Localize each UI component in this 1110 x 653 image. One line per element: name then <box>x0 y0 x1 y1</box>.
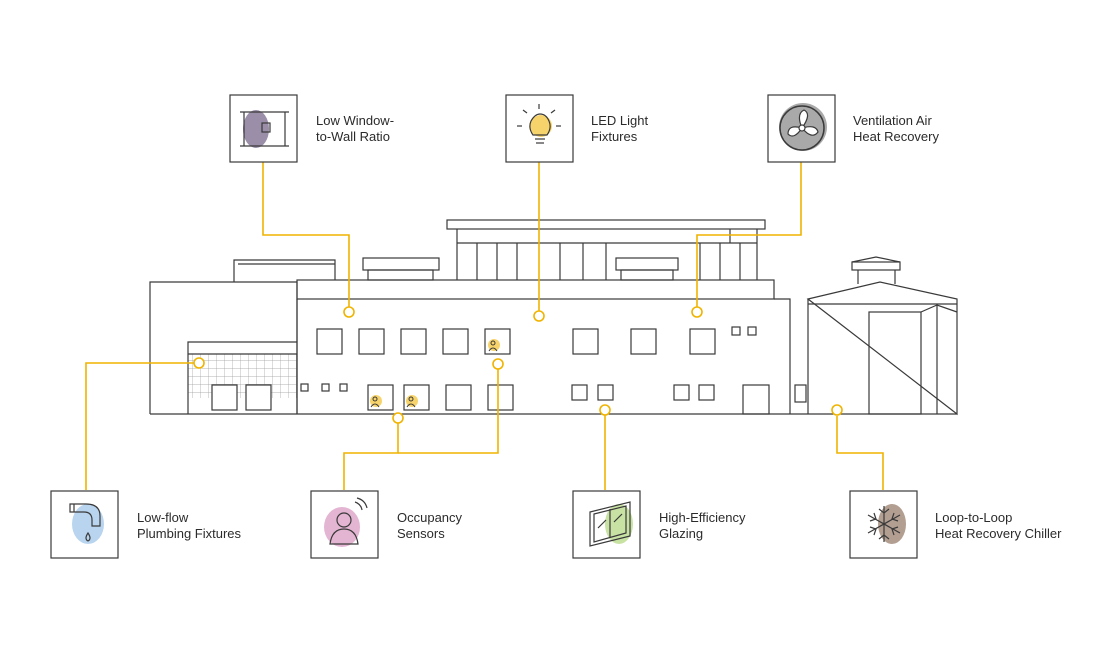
label-line: Low-flow <box>137 510 189 525</box>
faucet-icon <box>50 490 119 559</box>
label-low-flow-plumbing-fixtures: Low-flow Plumbing Fixtures <box>137 510 241 542</box>
label-line: Glazing <box>659 526 704 541</box>
lightbulb-icon <box>505 94 574 163</box>
sensor-markers <box>370 339 500 408</box>
connector-nodes <box>193 306 843 424</box>
label-line: to-Wall Ratio <box>316 129 390 144</box>
label-line: Fixtures <box>591 129 638 144</box>
label-low-window-to-wall-ratio: Low Window- to-Wall Ratio <box>316 113 394 145</box>
fan-icon <box>767 94 836 163</box>
label-occupancy-sensors: Occupancy Sensors <box>397 510 462 542</box>
label-line: LED Light <box>591 113 649 128</box>
label-line: Plumbing Fixtures <box>137 526 242 541</box>
label-high-efficiency-glazing: High-Efficiency Glazing <box>659 510 745 542</box>
label-line: Low Window- <box>316 113 395 128</box>
label-ventilation-air-heat-recovery: Ventilation Air Heat Recovery <box>853 113 939 145</box>
label-led-light-fixtures: LED Light Fixtures <box>591 113 648 145</box>
window-wall-icon <box>229 94 298 163</box>
label-line: Ventilation Air <box>853 113 932 128</box>
occupancy-sensor-icon <box>310 490 379 559</box>
label-loop-to-loop-heat-recovery-chiller: Loop-to-Loop Heat Recovery Chiller <box>935 510 1061 542</box>
label-line: Heat Recovery Chiller <box>935 526 1062 541</box>
connector-lines <box>85 162 884 490</box>
label-line: Heat Recovery <box>853 129 939 144</box>
label-line: Loop-to-Loop <box>935 510 1013 525</box>
window-glazing-icon <box>572 490 641 559</box>
label-line: Sensors <box>397 526 445 541</box>
snowflake-chiller-icon <box>849 490 918 559</box>
label-line: High-Efficiency <box>659 510 746 525</box>
building-elevation <box>149 219 958 416</box>
label-line: Occupancy <box>397 510 463 525</box>
